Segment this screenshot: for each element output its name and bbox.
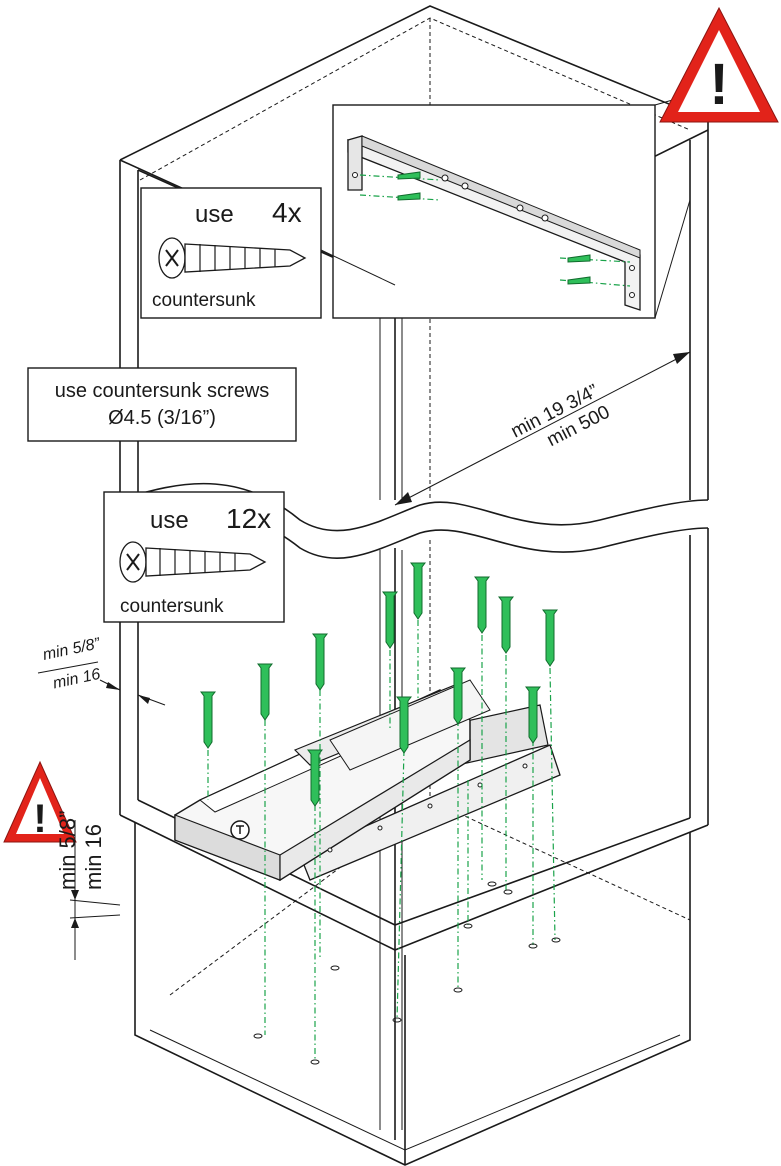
mounting-screw: [312, 633, 340, 971]
depth-dimension: min 19 3/4” min 500: [394, 351, 691, 506]
warning-icon-small: !: [3, 760, 77, 843]
callout-use-label: use: [195, 201, 234, 228]
mounting-screw: [253, 663, 273, 1039]
mounting-screws: [200, 562, 561, 1065]
callout-use-label: use: [150, 507, 189, 534]
bottom-gap-dimension: min 5/8” min 16: [55, 811, 121, 960]
callout-type-label: countersunk: [152, 290, 256, 311]
side-gap-metric-label: min 16: [51, 666, 102, 693]
mounting-screw: [392, 696, 412, 1023]
bracket-screw: [359, 192, 441, 201]
bracket-inset: [332, 94, 691, 319]
bottom-gap-metric-label: min 16: [81, 824, 106, 890]
mounting-screw: [200, 691, 216, 800]
screw-callout-4x: use 4x countersunk: [140, 187, 396, 319]
mounting-bracket: [347, 135, 641, 311]
warning-symbol: !: [709, 52, 728, 117]
mounting-screw: [498, 596, 514, 895]
mounting-screw: [450, 667, 466, 993]
screw-callout-12x: use 12x countersunk: [103, 491, 285, 623]
countersunk-screw-icon: [119, 541, 267, 583]
mounting-screw: [474, 576, 497, 887]
mounting-screw: [382, 591, 398, 730]
side-gap-dimension: min 5/8” min 16: [37, 635, 166, 706]
bracket-screw: [359, 171, 441, 181]
mounting-screw: [525, 686, 541, 949]
callout-qty-label: 12x: [226, 503, 271, 534]
callout-type-label: countersunk: [120, 596, 224, 617]
bracket-screw: [559, 276, 631, 287]
bottom-gap-imperial-label: min 5/8”: [55, 811, 80, 890]
drawer-mechanism: [174, 679, 561, 882]
mounting-screw: [542, 609, 561, 943]
bracket-screw: [559, 254, 631, 263]
countersunk-screw-icon: [158, 237, 307, 279]
side-gap-imperial-label: min 5/8”: [41, 635, 102, 664]
warning-icon: !: [659, 6, 779, 123]
mounting-screw: [410, 562, 426, 700]
note-line-1: use countersunk screws: [55, 380, 270, 402]
mounting-screw: [307, 749, 323, 1065]
screw-spec-note: use countersunk screws Ø4.5 (3/16”): [27, 367, 297, 442]
warning-symbol: !: [33, 797, 46, 841]
note-line-2: Ø4.5 (3/16”): [108, 407, 216, 429]
callout-qty-label: 4x: [272, 197, 302, 228]
